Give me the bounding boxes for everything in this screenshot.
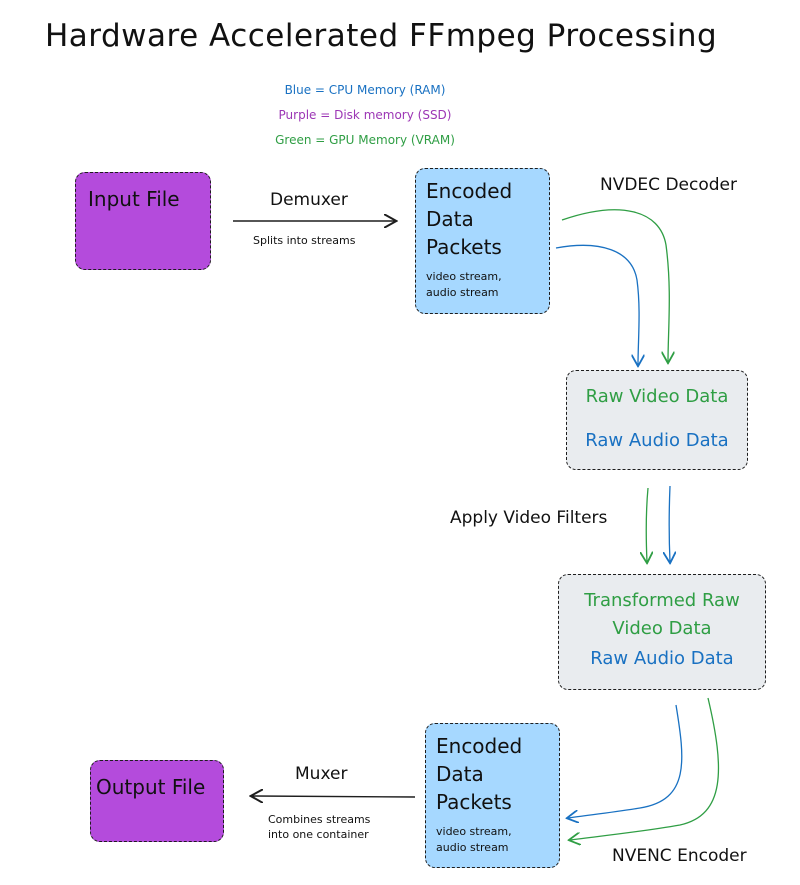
filters-label: Apply Video Filters — [450, 508, 608, 528]
nvdec-blue-arrow — [555, 244, 639, 365]
encoded-bottom-title-2: Data — [436, 762, 484, 786]
filters-green-arrow — [646, 487, 648, 562]
input-file-label: Input File — [88, 187, 180, 211]
muxer-sub-1: Combines streams — [268, 813, 371, 826]
output-file-label: Output File — [96, 775, 206, 799]
filters-blue-arrow — [669, 485, 670, 562]
legend-gpu: Green = GPU Memory (VRAM) — [275, 133, 455, 147]
transformed-audio-label: Raw Audio Data — [590, 648, 734, 669]
transformed-data-node: Transformed Raw Video Data Raw Audio Dat… — [558, 574, 766, 690]
legend-cpu: Blue = CPU Memory (RAM) — [284, 83, 446, 97]
encoded-packets-bottom-node: Encoded Data Packets video stream, audio… — [425, 723, 560, 868]
encoded-top-title-2: Data — [426, 207, 474, 231]
transformed-video-line-2: Video Data — [612, 618, 712, 639]
raw-video-data-label: Raw Video Data — [585, 386, 729, 407]
encoded-packets-top-node: Encoded Data Packets video stream, audio… — [415, 168, 550, 314]
encoded-bottom-sub-1: video stream, — [436, 825, 512, 838]
encoded-bottom-title-3: Packets — [436, 790, 512, 814]
encoded-bottom-sub-2: audio stream — [436, 841, 509, 854]
muxer-label: Muxer — [295, 764, 348, 784]
nvenc-label: NVENC Encoder — [612, 846, 747, 866]
nvdec-green-arrow — [561, 209, 669, 362]
raw-data-node: Raw Video Data Raw Audio Data — [566, 370, 748, 470]
nvenc-green-arrow — [570, 697, 720, 840]
nvenc-blue-arrow — [568, 704, 683, 818]
encoded-top-sub-2: audio stream — [426, 286, 499, 299]
encoded-bottom-title-1: Encoded — [436, 734, 523, 758]
demuxer-sub: Splits into streams — [253, 234, 356, 247]
page-title: Hardware Accelerated FFmpeg Processing — [45, 18, 718, 54]
demuxer-label: Demuxer — [270, 190, 348, 210]
encoded-top-sub-1: video stream, — [426, 270, 502, 283]
transformed-video-line-1: Transformed Raw — [584, 590, 740, 611]
encoded-top-title-1: Encoded — [426, 179, 513, 203]
nvdec-label: NVDEC Decoder — [600, 175, 737, 195]
encoded-top-title-3: Packets — [426, 235, 502, 259]
muxer-arrow — [252, 796, 416, 797]
output-file-node: Output File — [90, 760, 224, 842]
legend-disk: Purple = Disk memory (SSD) — [278, 108, 452, 122]
muxer-sub-2: into one container — [268, 828, 369, 841]
raw-audio-data-label: Raw Audio Data — [585, 430, 729, 451]
input-file-node: Input File — [75, 172, 211, 270]
